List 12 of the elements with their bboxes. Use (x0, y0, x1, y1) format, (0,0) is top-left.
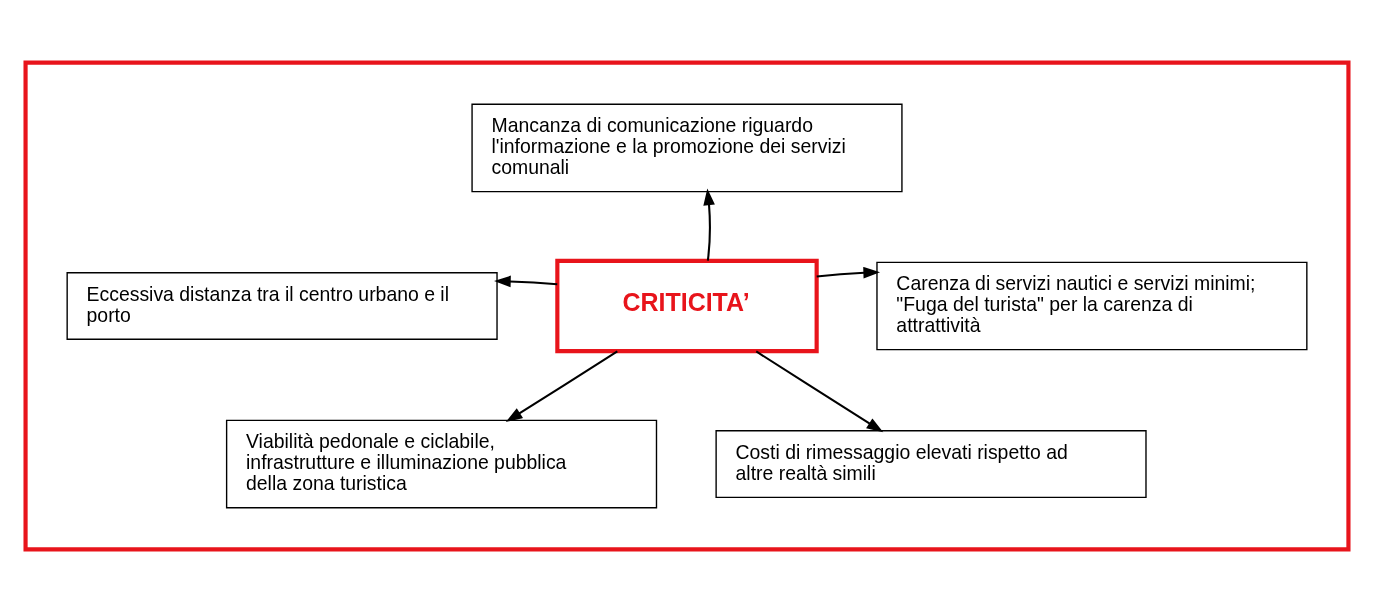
arrow (703, 188, 715, 261)
node-box: Viabilità pedonale e ciclabile, infrastrutture e illuminazione pubblica della zona turistica (225, 419, 658, 508)
node-box: Costi di rimessaggio elevati rispetto ad altre realtà simili (715, 429, 1147, 498)
arrow (816, 266, 881, 279)
cluster (23, 60, 1351, 551)
node-box: Mancanza di comunicazione riguardo l'informazione e la promozione dei servizi comunali (471, 103, 903, 192)
node-box: Eccessiva distanza tra il centro urbano e il porto (66, 271, 498, 340)
arrow (755, 350, 884, 432)
arrow (494, 275, 558, 287)
node-box: CRITICITA’ (555, 258, 819, 353)
node-box: Carenza di servizi nautici e servizi minimi; "Fuga del turista" per la carenza di attrattività (876, 261, 1308, 350)
arrow (505, 350, 618, 422)
